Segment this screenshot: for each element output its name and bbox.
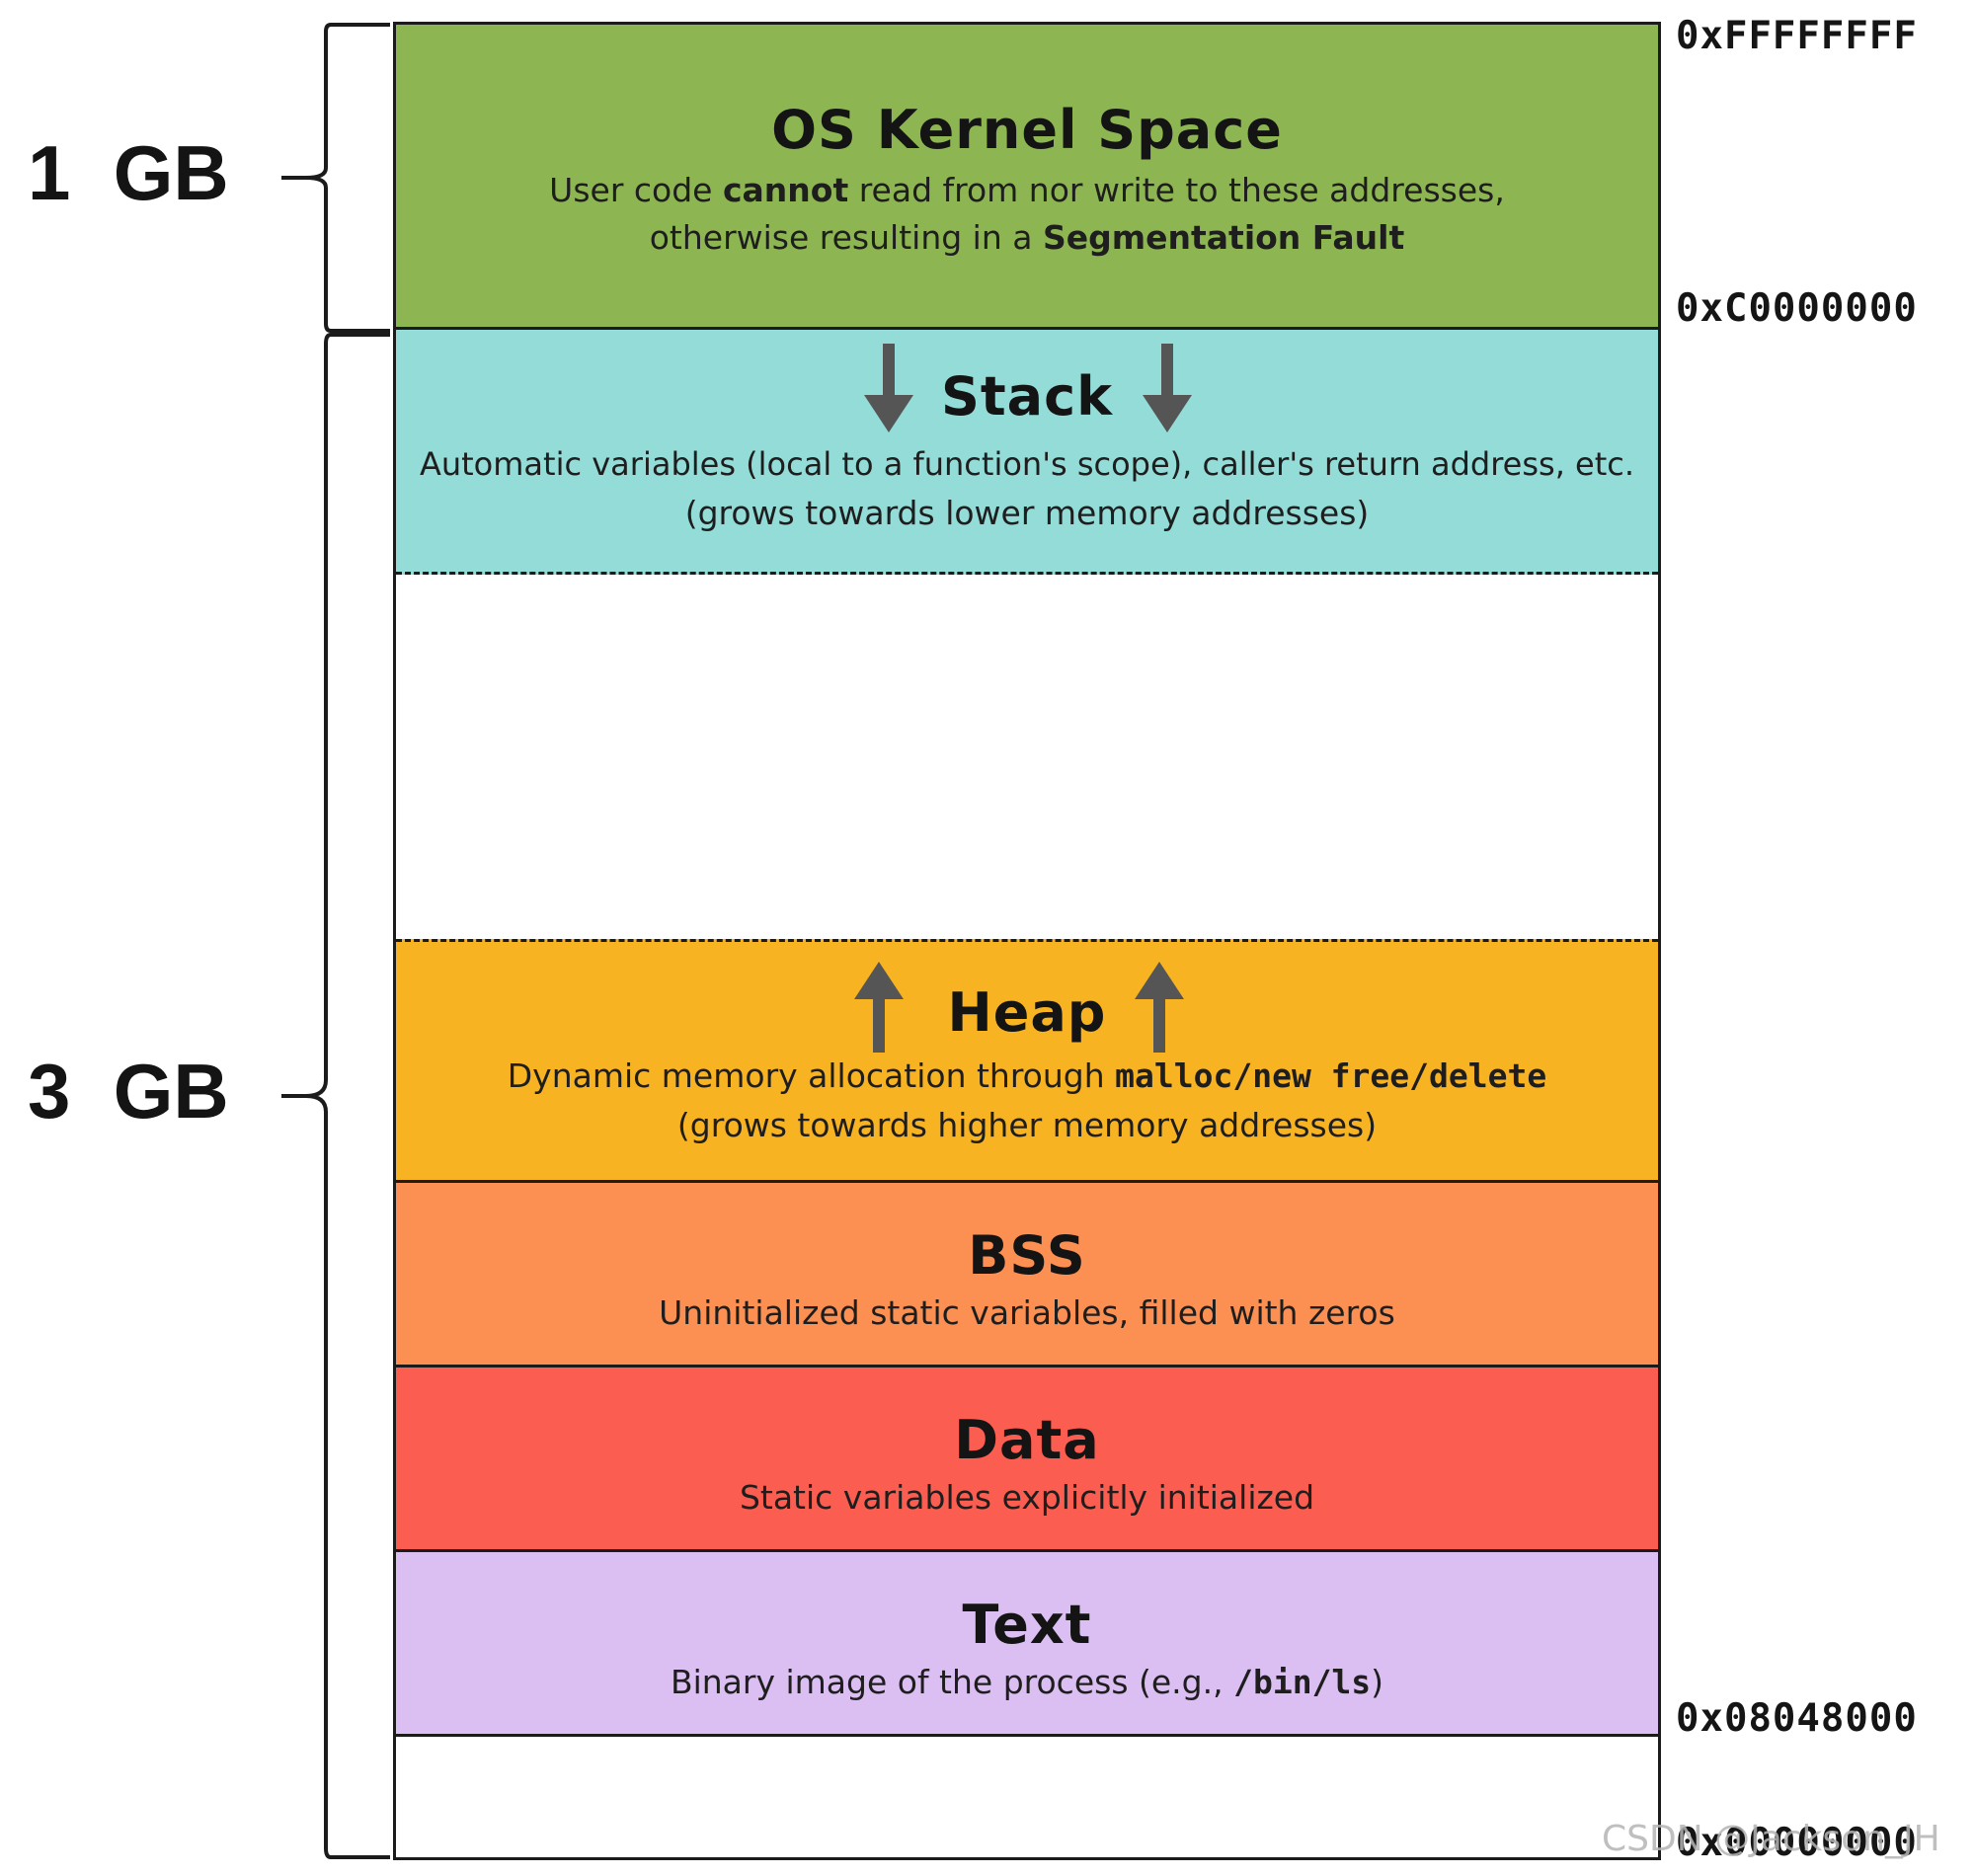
heap-title: Heap: [947, 981, 1107, 1044]
kernel-desc-line2: otherwise resulting in a Segmentation Fa…: [396, 218, 1658, 257]
heap-desc-line2: (grows towards higher memory addresses): [676, 1106, 1378, 1144]
heap-desc-line1-code: malloc/new free/delete: [1115, 1056, 1547, 1095]
data-desc-line1: Static variables explicitly initialized: [739, 1478, 1315, 1517]
stack-arrow-right-icon: [1143, 344, 1192, 432]
stack-title: Stack: [940, 365, 1114, 428]
heap-segment: Heap Dynamic memory allocation through m…: [396, 939, 1658, 1183]
bss-title: BSS: [968, 1224, 1086, 1287]
heap-arrow-left-icon: [854, 962, 904, 1053]
kernel-brace: [281, 23, 390, 333]
text-desc-line1-post: ): [1371, 1663, 1384, 1701]
kernel-desc-line2-bold: Segmentation Fault: [1042, 218, 1405, 257]
address-kernel-boundary: 0xC0000000: [1676, 286, 1918, 331]
data-segment: Data Static variables explicitly initial…: [396, 1368, 1658, 1552]
address-bottom: 0x00000000: [1676, 1821, 1918, 1865]
kernel-desc-line1-bold: cannot: [722, 171, 849, 209]
address-top: 0xFFFFFFFF: [1676, 14, 1918, 58]
kernel-desc-line1-post: read from nor write to these addresses,: [848, 171, 1505, 209]
bss-desc-line1: Uninitialized static variables, filled w…: [659, 1293, 1395, 1332]
data-title: Data: [954, 1409, 1100, 1471]
watermark: CSDN @Jackson_JH: [1602, 1819, 1940, 1859]
heap-desc-line1-pre: Dynamic memory allocation through: [507, 1056, 1116, 1095]
address-text-start: 0x08048000: [1676, 1696, 1918, 1741]
kernel-segment: OS Kernel Space User code cannot read fr…: [396, 25, 1658, 330]
stack-segment: Stack Automatic variables (local to a fu…: [396, 330, 1658, 575]
stack-desc-line2: (grows towards lower memory addresses): [684, 494, 1370, 532]
user-brace: [281, 333, 390, 1859]
user-size-label: 3 GB: [28, 1048, 229, 1134]
unallocated-gap: [396, 575, 1658, 939]
text-desc-line1-pre: Binary image of the process (e.g.,: [670, 1663, 1234, 1701]
text-desc-line1-code: /bin/ls: [1233, 1663, 1372, 1701]
heap-desc-line1: Dynamic memory allocation through malloc…: [396, 1056, 1658, 1095]
kernel-desc-line1-pre: User code: [549, 171, 723, 209]
stack-desc-line1: Automatic variables (local to a function…: [419, 445, 1635, 483]
stack-arrow-left-icon: [864, 344, 913, 432]
bss-segment: BSS Uninitialized static variables, fill…: [396, 1183, 1658, 1368]
kernel-size-label: 1 GB: [28, 129, 229, 216]
text-title: Text: [962, 1594, 1092, 1656]
kernel-desc-line1: User code cannot read from nor write to …: [396, 171, 1658, 209]
text-segment: Text Binary image of the process (e.g., …: [396, 1552, 1658, 1737]
text-desc-line1: Binary image of the process (e.g., /bin/…: [396, 1663, 1658, 1701]
kernel-title: OS Kernel Space: [771, 99, 1283, 161]
heap-arrow-right-icon: [1135, 962, 1184, 1053]
kernel-desc-line2-pre: otherwise resulting in a: [649, 218, 1043, 257]
